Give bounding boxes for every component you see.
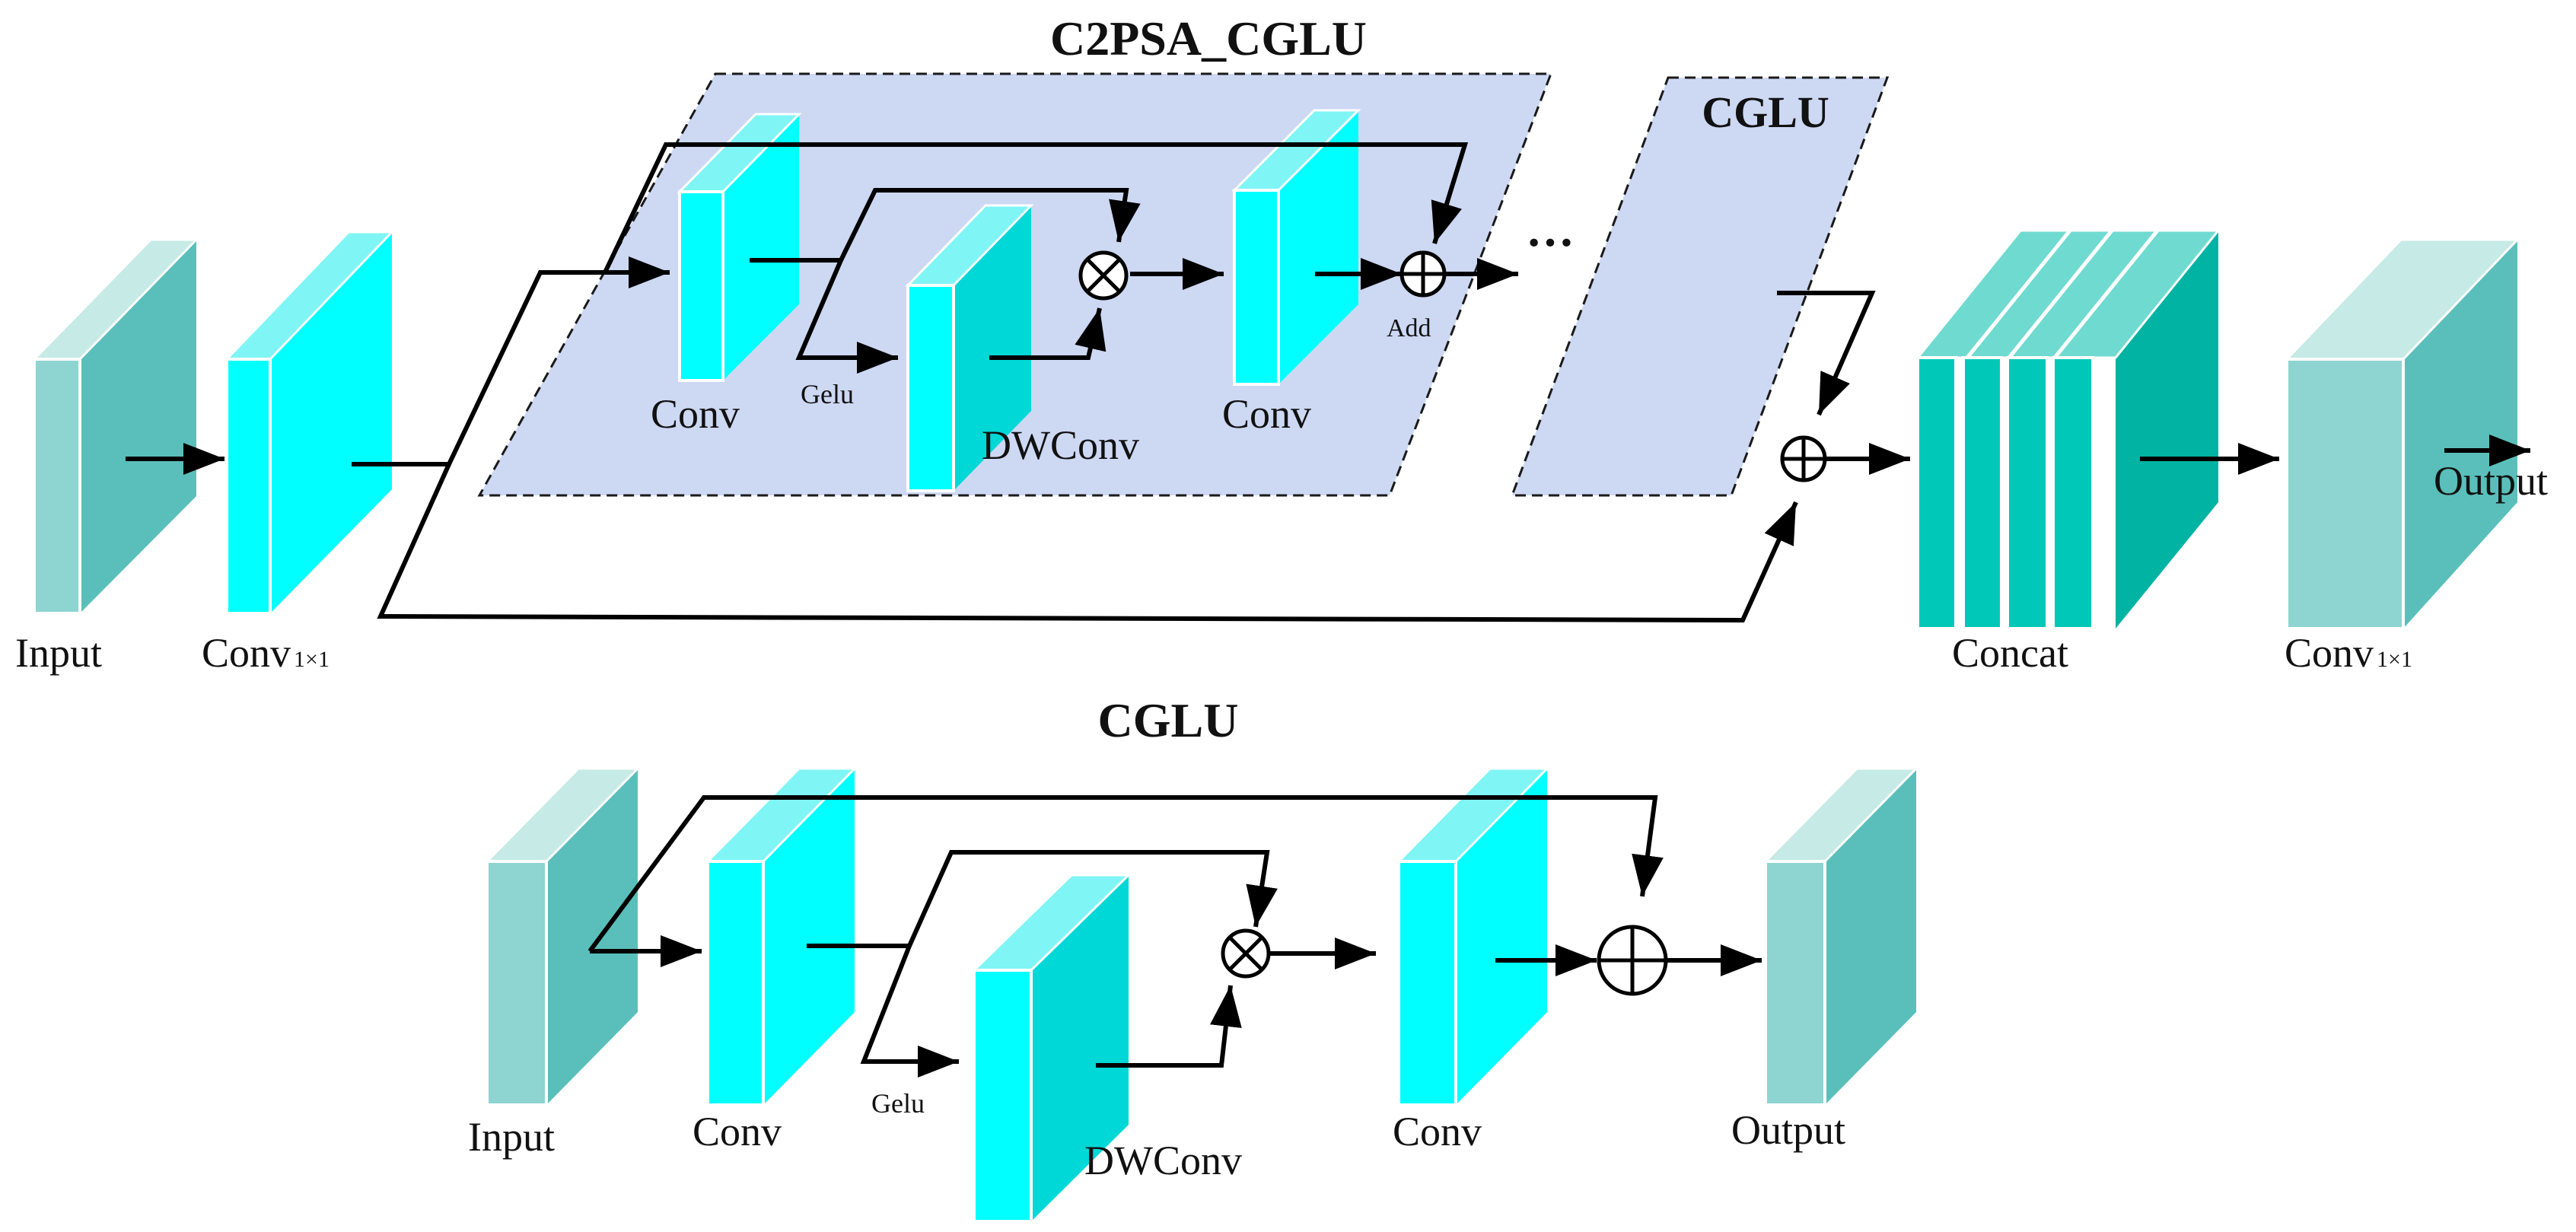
top-add-op-icon [1399,250,1447,298]
top-dwconv-block [905,204,1034,492]
bottom-dwconv-label: DWConv [1084,1138,1242,1183]
bottom-conv-b-label: Conv [1393,1109,1482,1154]
top-output-label: Output [2434,458,2548,504]
top-conv-a-block [677,113,802,382]
top-dwconv-label: DWConv [982,422,1139,468]
bottom-gelu-label: Gelu [871,1088,925,1119]
top-concat-label: Concat [1952,630,2068,676]
top-conv-b-label: Conv [1222,391,1311,437]
top-ellipsis: ··· [1526,215,1575,269]
cglu-bottom-title: CGLU [1098,693,1239,747]
top-input-label: Input [15,630,102,676]
top-conv1x1-left-block [224,231,395,615]
bottom-multiply-op-icon [1221,928,1271,979]
top-input-block [31,238,199,615]
top-conv1x1-right-block [2284,238,2520,630]
bottom-input-block [484,767,641,1106]
top-gelu-label: Gelu [801,379,854,409]
bottom-input-label: Input [468,1114,555,1160]
bottom-output-block [1762,767,1919,1106]
top-concat-block [1915,229,2221,630]
bottom-conv-a-block [705,767,858,1106]
bottom-conv-a-label: Conv [693,1109,782,1154]
cglu-dashed-panel [1510,76,1890,497]
top-multiply-op-icon [1078,250,1129,301]
top-add-label: Add [1387,314,1431,342]
c2psa-cglu-title: C2PSA_CGLU [1050,11,1367,65]
top-conv-a-label: Conv [651,391,740,437]
bottom-output-label: Output [1731,1107,1845,1153]
bottom-conv-b-block [1396,767,1550,1106]
bottom-dwconv-block [971,874,1132,1223]
cglu-panel-title: CGLU [1702,88,1829,137]
bottom-wires [587,795,1762,1078]
top-final-add-op-icon [1780,435,1827,482]
bottom-add-op-icon [1597,925,1668,996]
top-wires [126,142,2530,623]
top-conv-b-block [1231,109,1361,386]
